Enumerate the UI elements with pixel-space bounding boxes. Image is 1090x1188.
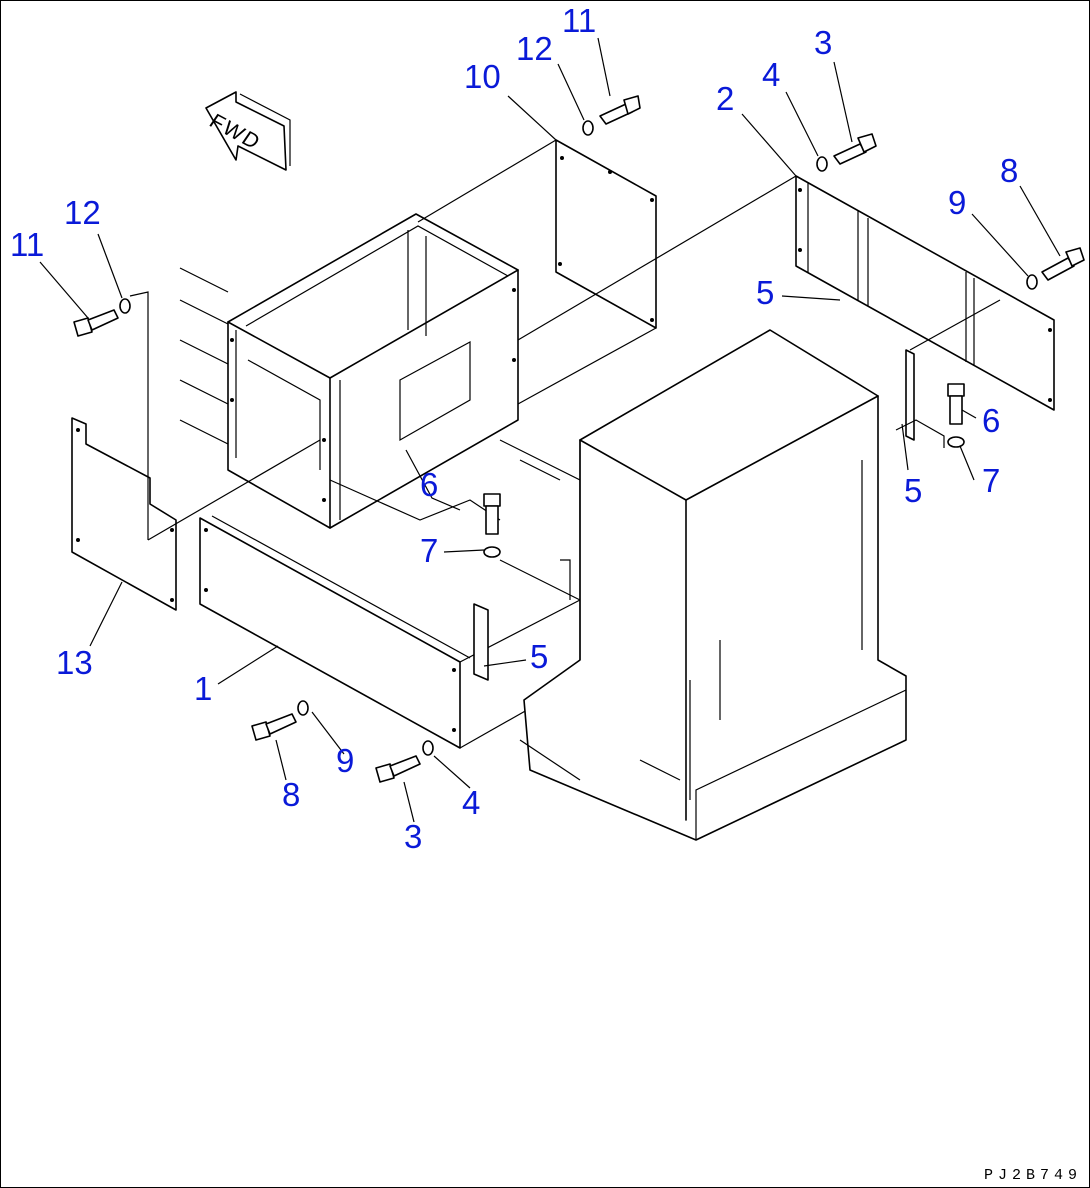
bolt-11-top-icon [599, 95, 641, 125]
cover-13 [71, 291, 321, 611]
bolt-8-right-icon [1041, 247, 1085, 281]
cover-1 [199, 515, 581, 749]
bolt-3-bottom-icon [375, 755, 421, 783]
fwd-arrow-icon [205, 91, 291, 171]
callout-6: 6 [420, 466, 439, 503]
callout-9: 9 [336, 742, 355, 779]
callout-4: 4 [762, 56, 781, 93]
callout-2: 2 [716, 80, 735, 117]
main-frame-housing [179, 213, 581, 601]
mounting-holes [76, 156, 1052, 732]
washer-9-bottom-icon [297, 700, 309, 716]
washer-7-right-icon [947, 436, 965, 448]
cover-2 [517, 175, 1055, 411]
bolt-11-left-icon [73, 309, 119, 337]
callout-12: 12 [516, 30, 553, 67]
bracket-5-center [473, 603, 489, 681]
callout-5: 5 [530, 638, 549, 675]
cover-10 [417, 139, 657, 405]
callout-11: 11 [10, 226, 45, 263]
callout-8: 8 [282, 776, 301, 813]
callout-8: 8 [1000, 152, 1019, 189]
bolt-6-center-icon [483, 493, 501, 535]
leader-lines [39, 37, 1061, 823]
drawing-code: PJ2B749 [983, 1167, 1082, 1184]
housing-block [519, 329, 907, 841]
callout-9: 9 [948, 184, 967, 221]
bolt-8-bottom-icon [251, 713, 297, 741]
washer-4-bottom-icon [422, 740, 434, 756]
bolt-6-right-icon [947, 383, 965, 425]
callout-5: 5 [904, 472, 923, 509]
callout-11: 11 [562, 2, 597, 39]
washer-7-center-icon [483, 546, 501, 558]
callout-7: 7 [420, 532, 439, 569]
callout-1: 1 [194, 670, 213, 707]
callout-6: 6 [982, 402, 1001, 439]
washer-12-top-icon [582, 120, 594, 136]
callout-3: 3 [404, 818, 423, 855]
washer-12-left-icon [119, 298, 131, 314]
callout-10: 10 [464, 58, 501, 95]
callout-7: 7 [982, 462, 1001, 499]
callout-3: 3 [814, 24, 833, 61]
bolt-3-top-icon [833, 133, 877, 165]
washer-9-right-icon [1026, 274, 1038, 290]
bracket-5-right [895, 349, 945, 448]
callout-12: 12 [64, 194, 101, 231]
callout-5: 5 [756, 274, 775, 311]
callout-4: 4 [462, 784, 481, 821]
washer-4-top-icon [816, 156, 828, 172]
callout-13: 13 [56, 644, 93, 681]
